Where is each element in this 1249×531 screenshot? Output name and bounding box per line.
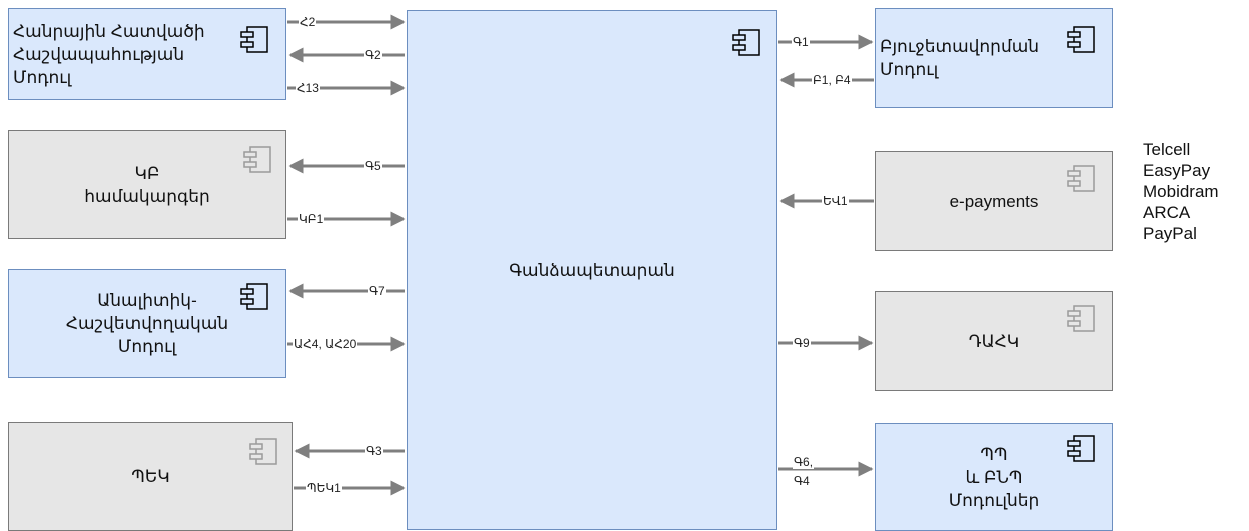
component-icon <box>1067 305 1095 332</box>
payment-provider: Mobidram <box>1143 182 1219 201</box>
connector-label-g2: Գ2 <box>364 48 382 62</box>
e-payments-label: e-payments <box>949 191 1039 211</box>
analytic-reporting-module-box[interactable]: Անալիտիկ- Հաշվետվողական Մոդուլ <box>8 269 286 378</box>
connector-label-pek1: ՊԵԿ1 <box>306 481 342 495</box>
component-icon <box>249 438 277 465</box>
budgeting-module-label: Բյուջետավորման Մոդուլ <box>880 37 1040 79</box>
pt-bnp-modules-box[interactable]: ՊՊ և ԲՆՊ Մոդուլներ <box>875 423 1113 531</box>
payment-provider: PayPal <box>1143 224 1197 243</box>
component-icon <box>1067 435 1095 462</box>
e-payments-box[interactable]: e-payments <box>875 151 1113 251</box>
payment-provider: EasyPay <box>1143 161 1211 180</box>
connector-label-ev1: ԵՎ1 <box>822 194 849 208</box>
connector-label-g4: Գ4 <box>793 474 811 488</box>
component-icon <box>240 283 268 310</box>
treasury-system-box[interactable]: Գանձապետարան <box>407 10 777 530</box>
public-sector-accounting-module-label: Հանրային Հատվածի Հաշվապահության Մոդուլ <box>13 21 205 87</box>
payment-providers-list: Telcell EasyPay Mobidram ARCA PayPal <box>1143 139 1219 244</box>
connector-label-g9: Գ9 <box>793 336 811 350</box>
treasury-system-label: Գանձապետարան <box>509 260 675 280</box>
component-icon <box>240 26 268 53</box>
budgeting-module-box[interactable]: Բյուջետավորման Մոդուլ <box>875 8 1113 108</box>
state-revenue-committee-box[interactable]: ՊԵԿ <box>8 422 293 531</box>
connector-label-g1: Գ1 <box>792 35 810 49</box>
connector-label-kb1: ԿԲ1 <box>298 212 325 226</box>
public-sector-accounting-module-box[interactable]: Հանրային Հատվածի Հաշվապահության Մոդուլ <box>8 8 286 100</box>
compulsory-enforcement-service-label: ԴԱՀԿ <box>968 331 1020 351</box>
cb-systems-label: ԿԲ համակարգեր <box>84 163 210 206</box>
connector-label-g6: Գ6, <box>793 455 815 469</box>
analytic-reporting-module-label: Անալիտիկ- Հաշվետվողական Մոդուլ <box>65 291 229 356</box>
connector-label-h13: Հ13 <box>296 81 320 95</box>
connector-label-b: Բ1, Բ4 <box>812 73 852 87</box>
component-icon <box>1067 165 1095 192</box>
component-icon <box>1067 26 1095 53</box>
connector-label-g3: Գ3 <box>365 444 383 458</box>
connector-label-ah: ԱՀ4, ԱՀ20 <box>293 337 358 351</box>
connector-label-g7: Գ7 <box>368 284 386 298</box>
cb-systems-box[interactable]: ԿԲ համակարգեր <box>8 130 286 239</box>
component-icon <box>243 146 271 173</box>
component-icon <box>732 29 760 56</box>
payment-provider: ARCA <box>1143 203 1191 222</box>
connector-label-h2: Հ2 <box>299 15 317 29</box>
payment-provider: Telcell <box>1143 140 1191 159</box>
connector-label-g5: Գ5 <box>364 159 382 173</box>
pt-bnp-modules-label: ՊՊ և ԲՆՊ Մոդուլներ <box>948 444 1040 510</box>
state-revenue-committee-label: ՊԵԿ <box>131 467 170 486</box>
compulsory-enforcement-service-box[interactable]: ԴԱՀԿ <box>875 291 1113 391</box>
